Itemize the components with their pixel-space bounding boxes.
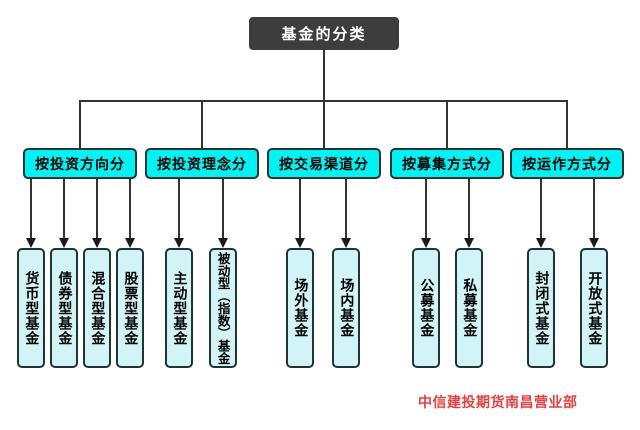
connector-arrow-line xyxy=(30,179,32,238)
connector-arrow-line xyxy=(593,179,595,238)
connector-arrow-line xyxy=(540,179,542,238)
connector-arrow-line xyxy=(345,179,347,238)
leaf-node-otc-fund: 场外基金 xyxy=(286,248,314,368)
connector-arrow-line xyxy=(178,179,180,238)
arrow-down-icon xyxy=(536,238,546,248)
watermark-text: 中信建投期货南昌营业部 xyxy=(418,395,578,411)
leaf-node-active-fund: 主动型基金 xyxy=(165,248,193,368)
leaf-node-equity-fund: 股票型基金 xyxy=(116,248,144,368)
connector-branch-stem-1 xyxy=(79,100,81,148)
connector-branch-stem-4 xyxy=(446,100,448,148)
branch-node-by-operation-mode: 按运作方式分 xyxy=(510,148,624,179)
arrow-down-icon xyxy=(341,238,351,248)
branch-node-by-fundraising-method: 按募集方式分 xyxy=(390,148,504,179)
arrow-down-icon xyxy=(174,238,184,248)
arrow-down-icon xyxy=(26,238,36,248)
connector-arrow-line xyxy=(129,179,131,238)
arrow-down-icon xyxy=(589,238,599,248)
connector-arrow-line xyxy=(425,179,427,238)
arrow-down-icon xyxy=(218,238,228,248)
root-node-fund-classification: 基金的分类 xyxy=(249,17,399,50)
leaf-node-open-end-fund: 开放式基金 xyxy=(580,248,608,368)
leaf-node-private-offering-fund: 私募基金 xyxy=(455,248,483,368)
branch-node-by-trading-channel: 按交易渠道分 xyxy=(267,148,381,179)
arrow-down-icon xyxy=(295,238,305,248)
leaf-node-money-market-fund: 货币型基金 xyxy=(17,248,45,368)
connector-branch-stem-3 xyxy=(323,100,325,148)
leaf-node-public-offering-fund: 公募基金 xyxy=(412,248,440,368)
connector-arrow-line xyxy=(222,179,224,238)
connector-arrow-line xyxy=(63,179,65,238)
branch-node-by-investment-direction: 按投资方向分 xyxy=(23,148,137,179)
connector-arrow-line xyxy=(299,179,301,238)
connector-branch-stem-2 xyxy=(201,100,203,148)
connector-branch-stem-5 xyxy=(566,100,568,148)
leaf-node-hybrid-fund: 混合型基金 xyxy=(83,248,111,368)
leaf-node-exchange-traded-fund: 场内基金 xyxy=(332,248,360,368)
arrow-down-icon xyxy=(59,238,69,248)
arrow-down-icon xyxy=(464,238,474,248)
leaf-node-bond-fund: 债券型基金 xyxy=(50,248,78,368)
connector-arrow-line xyxy=(468,179,470,238)
leaf-node-passive-index-fund: 被动型（指数）基金 xyxy=(209,248,237,368)
arrow-down-icon xyxy=(92,238,102,248)
connector-arrow-line xyxy=(96,179,98,238)
branch-node-by-investment-philosophy: 按投资理念分 xyxy=(145,148,259,179)
arrow-down-icon xyxy=(125,238,135,248)
leaf-node-closed-end-fund: 封闭式基金 xyxy=(527,248,555,368)
arrow-down-icon xyxy=(421,238,431,248)
connector-root-stem xyxy=(323,50,325,101)
